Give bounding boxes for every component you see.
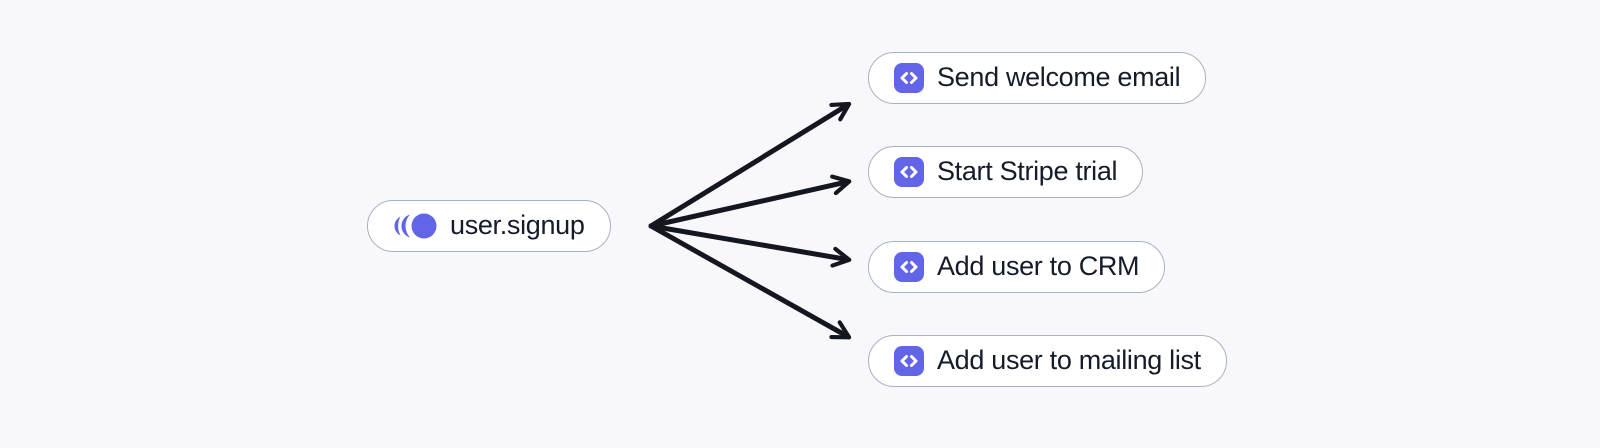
code-icon: [894, 63, 924, 93]
event-node-user-signup: user.signup: [367, 200, 611, 252]
action-label: Start Stripe trial: [937, 155, 1118, 186]
action-label: Add user to mailing list: [937, 344, 1201, 375]
action-node-send-welcome-email: Send welcome email: [868, 52, 1207, 104]
event-label: user.signup: [450, 209, 585, 240]
code-icon: [894, 346, 924, 376]
code-icon: [894, 157, 924, 187]
action-node-add-user-to-crm: Add user to CRM: [868, 241, 1166, 293]
action-label: Add user to CRM: [937, 250, 1140, 281]
action-label: Send welcome email: [937, 61, 1181, 92]
edge-arrow: [648, 223, 852, 340]
action-node-start-stripe-trial: Start Stripe trial: [868, 146, 1144, 198]
event-signal-icon: [393, 212, 437, 240]
action-node-add-user-to-mailing-list: Add user to mailing list: [868, 335, 1227, 387]
edge-arrow: [648, 223, 852, 268]
edge-arrow: [648, 101, 852, 229]
edge-arrow: [648, 174, 852, 229]
code-icon: [894, 252, 924, 282]
